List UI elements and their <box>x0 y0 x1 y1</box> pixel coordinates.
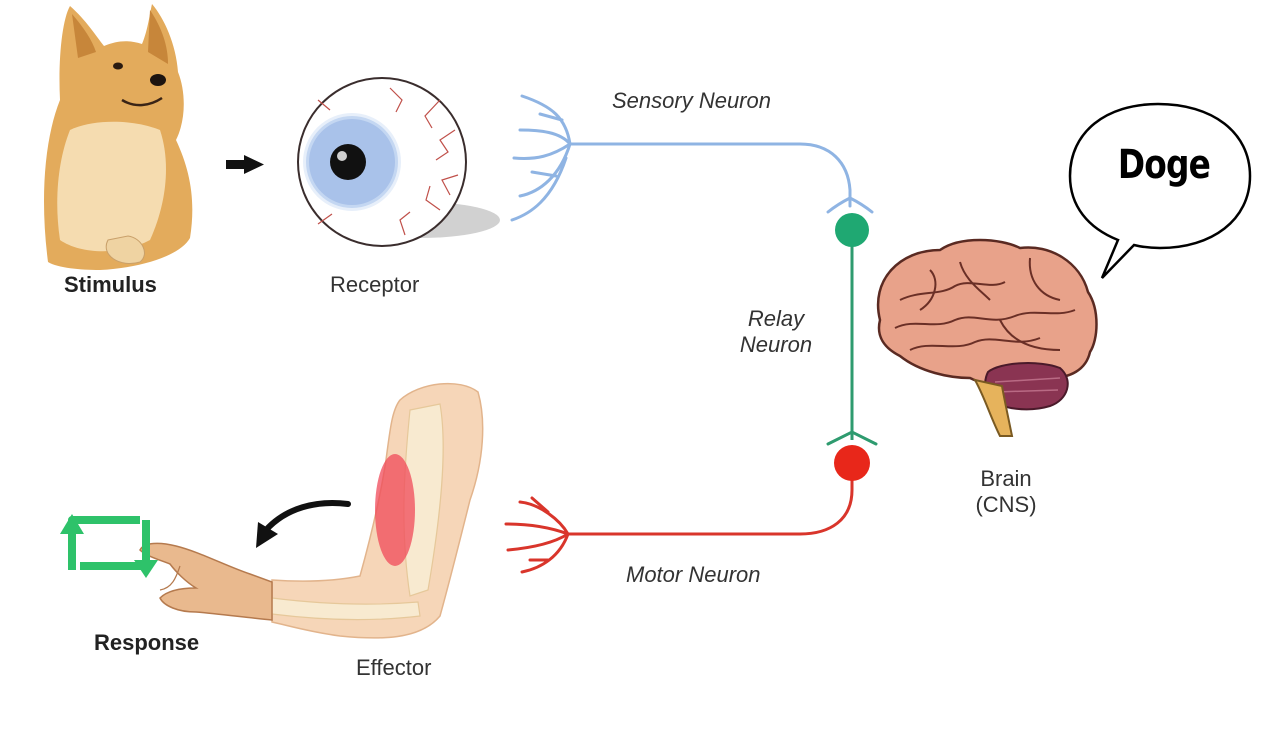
stimulus-arrow-icon <box>226 155 264 174</box>
relay-neuron-label-line1: Relay <box>747 306 805 331</box>
brain-label-line2: (CNS) <box>975 492 1037 517</box>
brain-label: Brain (CNS) <box>956 466 1056 518</box>
sensory-neuron-label: Sensory Neuron <box>612 88 771 113</box>
brain-label-line1: Brain <box>980 466 1032 491</box>
brain-icon <box>876 238 1098 437</box>
speech-bubble-text: Doge <box>1117 142 1211 188</box>
response-label: Response <box>94 630 200 655</box>
relay-neuron <box>826 213 878 446</box>
motor-neuron-label: Motor Neuron <box>626 562 761 587</box>
receptor-label: Receptor <box>330 272 420 297</box>
curved-arrow-icon <box>256 500 351 548</box>
effector-label: Effector <box>356 655 432 680</box>
eyeball-icon <box>297 77 500 247</box>
relay-node-icon <box>835 213 869 247</box>
sensory-neuron <box>510 94 874 222</box>
stimulus-label: Stimulus <box>64 272 157 297</box>
relay-neuron-label-line2: Neuron <box>739 332 813 357</box>
doge-image <box>44 4 193 270</box>
motor-node-icon <box>834 445 870 481</box>
arm-muscle-icon <box>139 382 484 639</box>
speech-bubble <box>1068 102 1252 279</box>
repeat-arrows-icon <box>68 516 150 570</box>
motor-neuron <box>504 460 854 574</box>
relay-neuron-label: Relay Neuron <box>730 306 822 358</box>
